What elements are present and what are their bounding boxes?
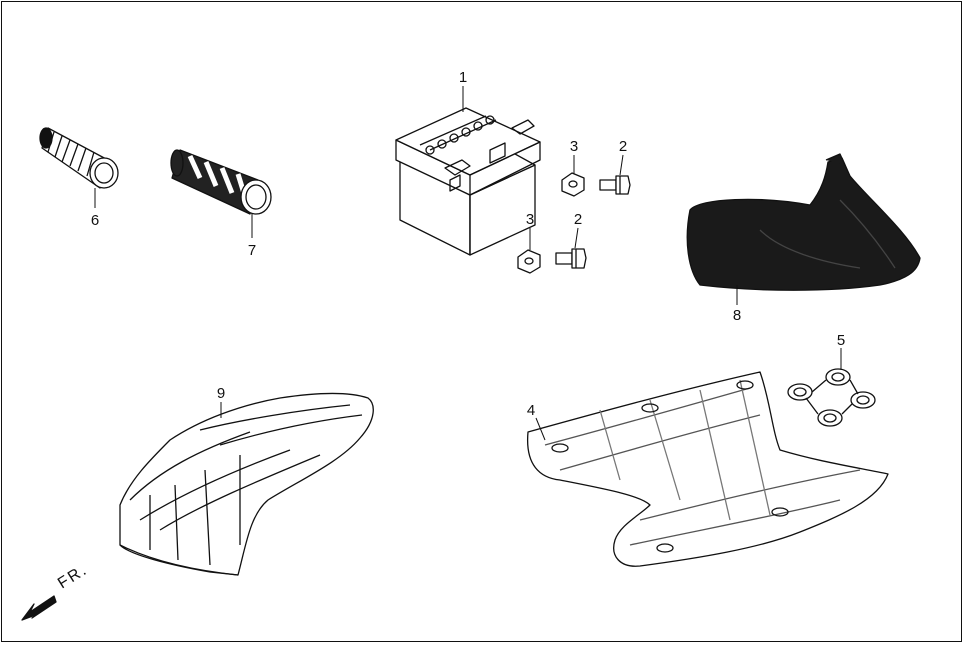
callout-part-5: 5 (836, 332, 846, 349)
nut-part-lower (517, 249, 541, 274)
callout-part-3-lower: 3 (525, 211, 535, 228)
callout-part-2-upper: 2 (618, 138, 628, 155)
battery-part (395, 107, 541, 256)
handle-grip-left-part (39, 127, 119, 189)
bolt-part-upper (599, 175, 631, 195)
nut-part-upper (561, 172, 585, 197)
floor-mat-part (526, 371, 889, 567)
callout-part-1: 1 (458, 69, 468, 86)
grommet-set-part (787, 368, 876, 427)
callout-part-8: 8 (732, 307, 742, 324)
callout-part-9: 9 (216, 385, 226, 402)
callout-leader-lines (94, 86, 842, 441)
callout-part-4: 4 (526, 402, 536, 419)
callout-part-6: 6 (90, 212, 100, 229)
front-direction-arrow-icon (21, 595, 57, 621)
bolt-part-lower (555, 248, 587, 269)
handle-grip-right-part (170, 149, 272, 215)
callout-part-2-lower: 2 (573, 211, 583, 228)
vehicle-cover-part (686, 153, 921, 291)
callout-part-3-upper: 3 (569, 138, 579, 155)
callout-part-7: 7 (247, 242, 257, 259)
seat-part (119, 392, 374, 576)
